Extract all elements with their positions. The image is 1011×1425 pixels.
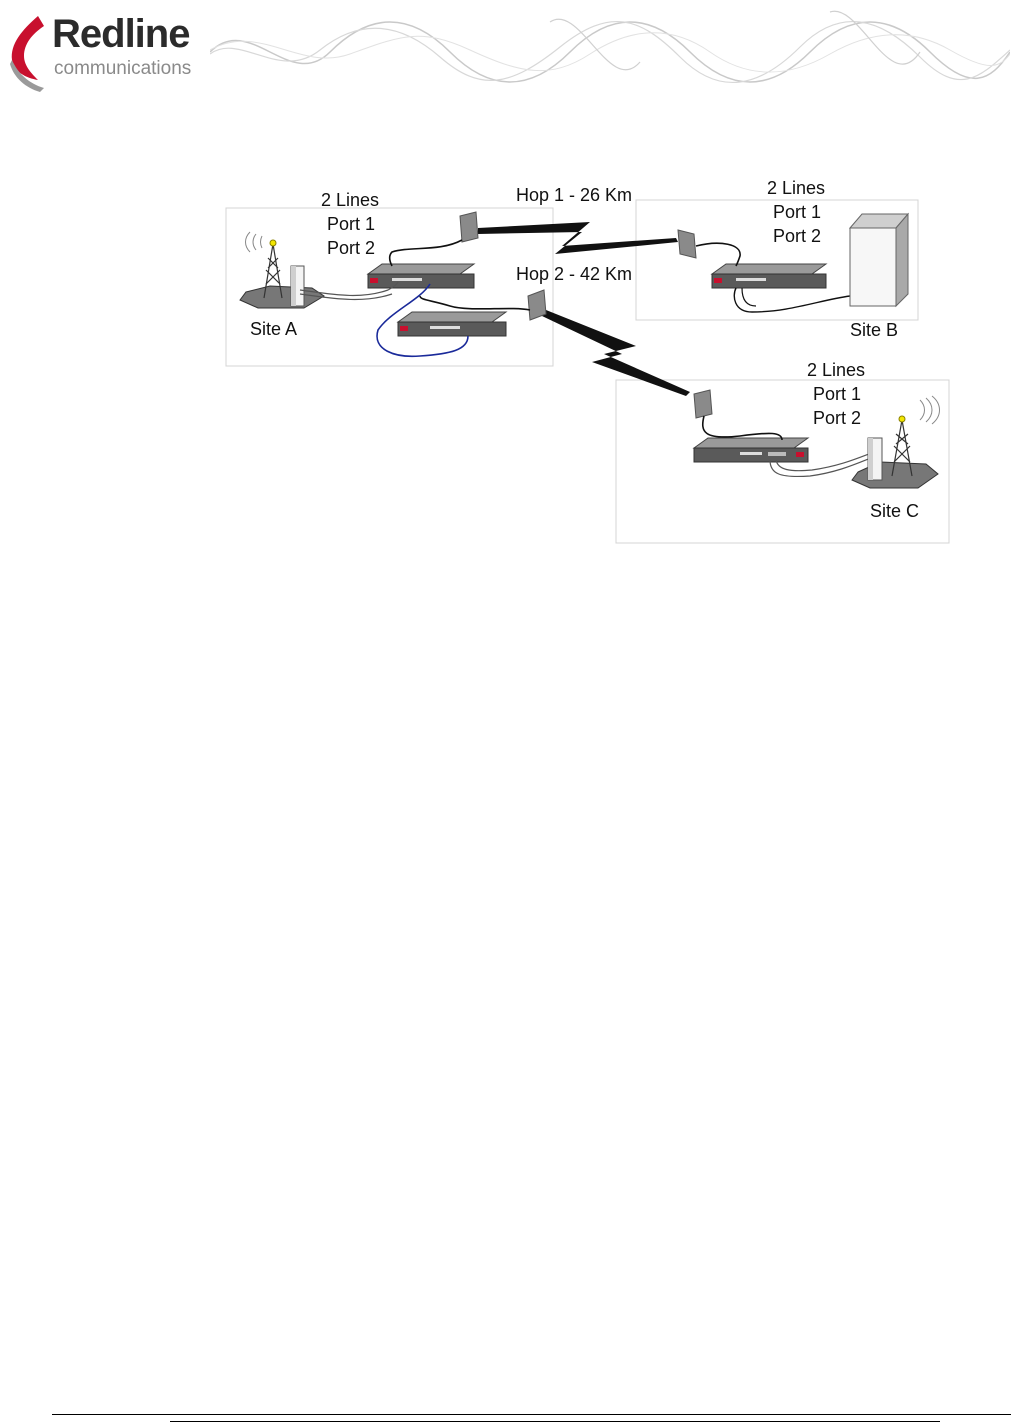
site-b-lines-label: 2 Lines — [767, 176, 825, 200]
site-a-radio-unit-2-icon — [398, 312, 506, 336]
site-c-port2-label: Port 2 — [813, 406, 861, 430]
site-c-name-label: Site C — [870, 499, 919, 523]
site-a-port2-label: Port 2 — [327, 236, 375, 260]
site-b-building-icon — [850, 214, 908, 306]
footer-rule — [52, 1414, 1011, 1415]
site-b-radio-unit-icon — [712, 264, 826, 288]
site-a-lines-label: 2 Lines — [321, 188, 379, 212]
site-a-tower-light-icon — [270, 240, 276, 246]
site-b-port1-label: Port 1 — [773, 200, 821, 224]
site-b-antenna-icon — [678, 230, 696, 258]
site-a-antenna-hop2-icon — [528, 290, 546, 320]
site-a-name-label: Site A — [250, 317, 297, 341]
site-c-lines-label: 2 Lines — [807, 358, 865, 382]
network-diagram — [0, 0, 1011, 600]
site-a-port1-label: Port 1 — [327, 212, 375, 236]
site-c-antenna-icon — [694, 390, 712, 418]
site-c-radio-unit-icon — [694, 438, 808, 462]
site-b-port2-label: Port 2 — [773, 224, 821, 248]
site-c-port1-label: Port 1 — [813, 382, 861, 406]
site-c-tower-light-icon — [899, 416, 905, 422]
hop1-label: Hop 1 - 26 Km — [516, 183, 632, 207]
site-b-name-label: Site B — [850, 318, 898, 342]
site-a-radio-unit-1-icon — [368, 264, 474, 288]
footer-rule-secondary — [170, 1421, 940, 1422]
hop2-label: Hop 2 - 42 Km — [516, 262, 632, 286]
site-a-antenna-hop1-icon — [460, 212, 478, 242]
